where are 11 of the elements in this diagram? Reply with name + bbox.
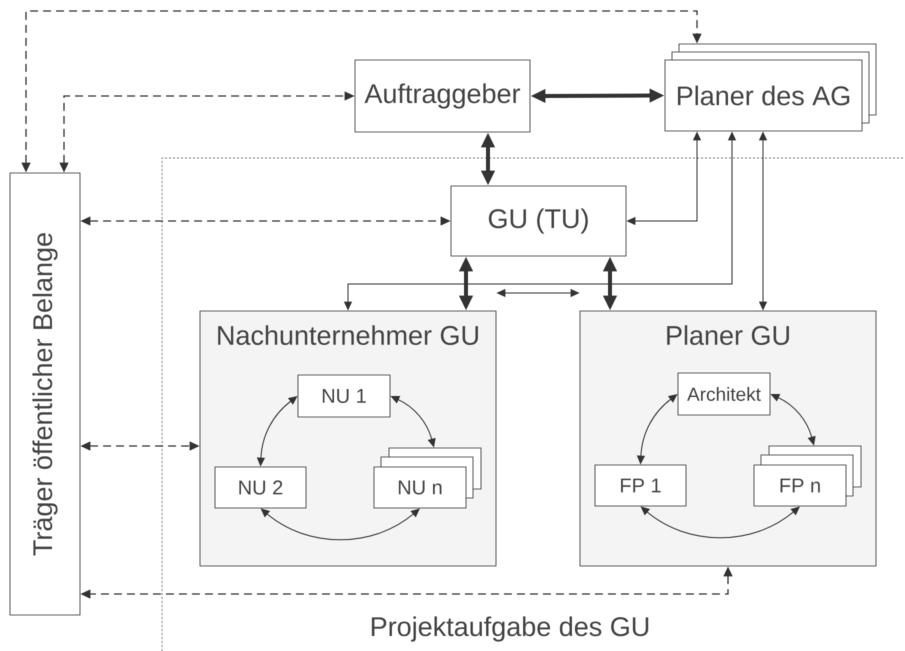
process-box: Architekt xyxy=(678,372,770,416)
process-box: GU (TU) xyxy=(450,186,626,256)
stacked-box: NU n xyxy=(374,448,482,508)
stacked-box: Planer des AG xyxy=(664,44,876,132)
process-box: Träger öffentlicher Belange xyxy=(10,172,80,616)
process-box: Auftraggeber xyxy=(354,60,530,132)
region-label: Projektaufgabe des GU xyxy=(372,616,648,642)
process-box: NU 1 xyxy=(298,374,390,418)
process-box: NU 2 xyxy=(214,466,306,508)
stacked-box: FP n xyxy=(754,446,862,506)
process-box: FP 1 xyxy=(594,464,686,506)
